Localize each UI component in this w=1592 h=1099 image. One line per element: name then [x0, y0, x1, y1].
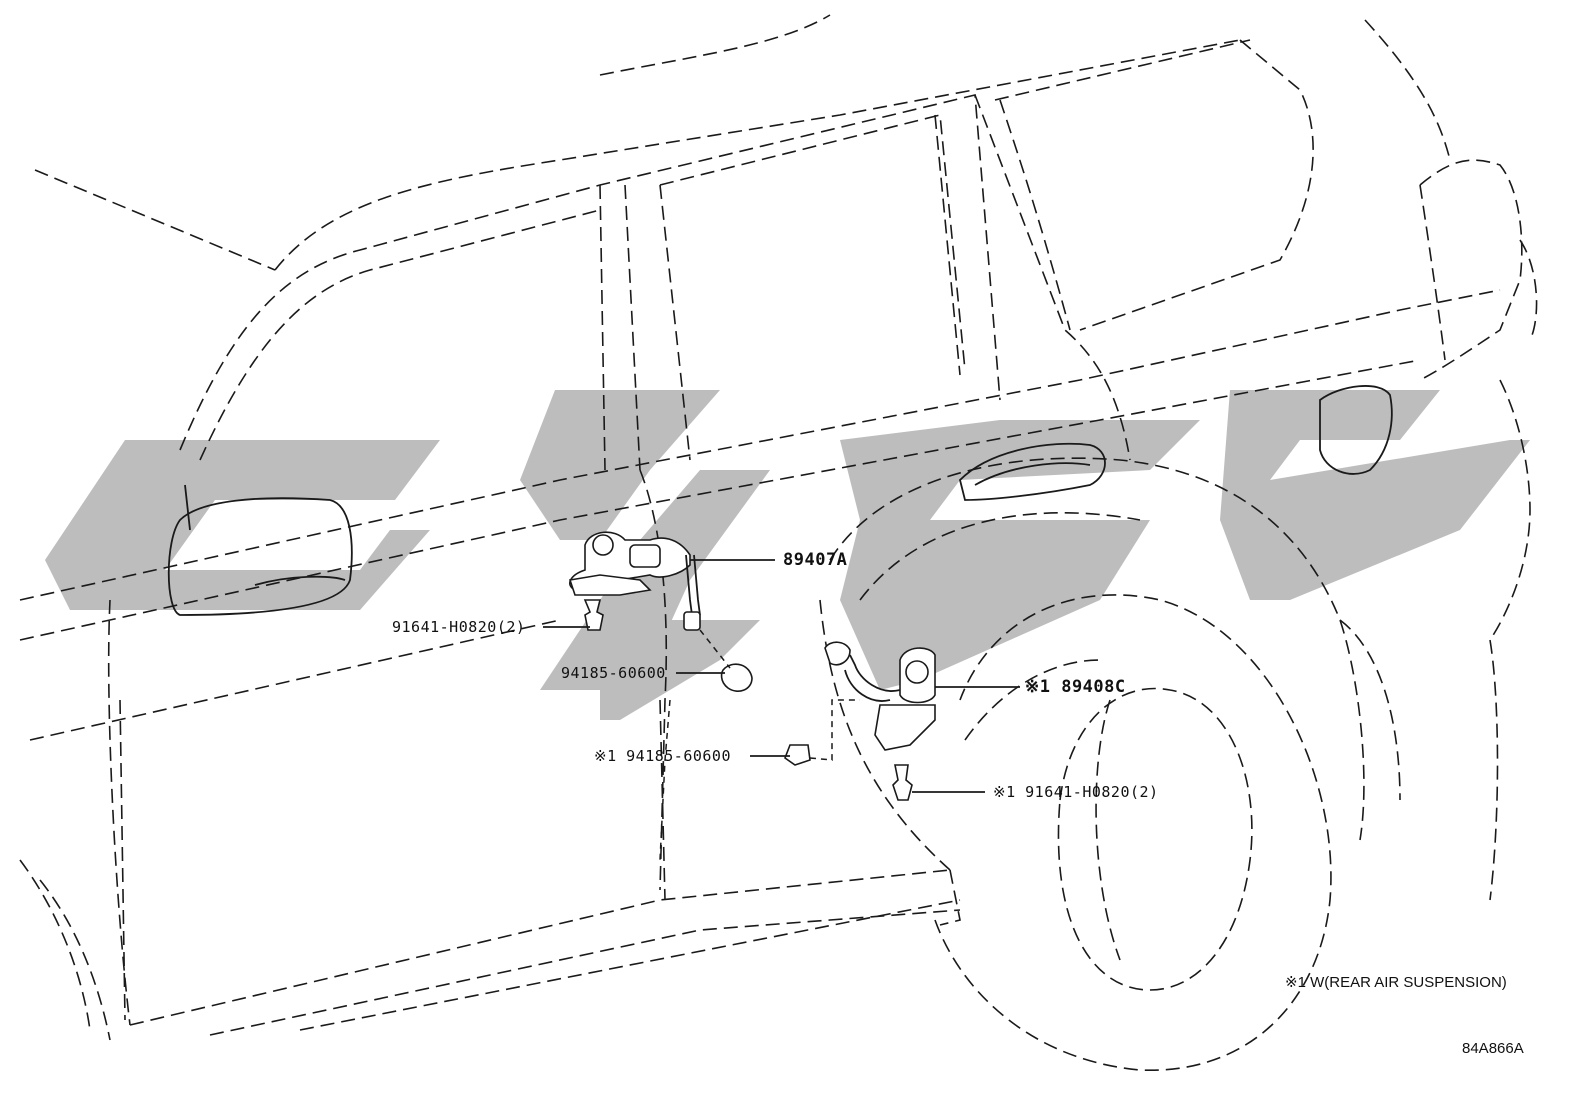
callout-nut-front: 94185-60600	[561, 664, 666, 682]
sensor-rear-part	[784, 641, 936, 801]
vehicle-body	[19, 14, 1538, 1071]
callout-sensor-rear: ※1 89408C	[1025, 677, 1126, 697]
drawing-code: 84A866A	[1462, 1040, 1524, 1057]
footnote: ※1 W(REAR AIR SUSPENSION)	[1285, 974, 1507, 991]
leader-lines	[543, 559, 1020, 793]
callout-sensor-front: 89407A	[783, 550, 848, 570]
sensor-front-part	[568, 531, 753, 861]
callout-bolt-front: 91641-H0820(2)	[392, 618, 526, 636]
callout-bolt-rear: ※1 91641-H0820(2)	[993, 783, 1159, 801]
callout-nut-rear: ※1 94185-60600	[594, 747, 731, 765]
